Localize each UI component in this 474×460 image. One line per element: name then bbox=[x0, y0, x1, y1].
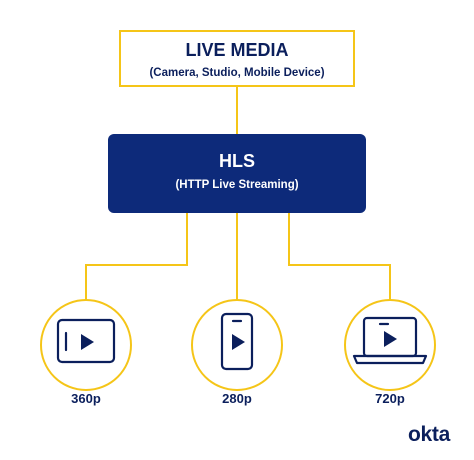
tablet-play-icon bbox=[81, 334, 94, 350]
device-laptop: 720p bbox=[344, 299, 436, 406]
live-media-box-border bbox=[119, 30, 355, 87]
live-media-subtitle: (Camera, Studio, Mobile Device) bbox=[149, 67, 324, 79]
connector-hls-to-laptop bbox=[288, 213, 391, 300]
device-tablet: 360p bbox=[40, 299, 132, 406]
live-media-box: LIVE MEDIA (Camera, Studio, Mobile Devic… bbox=[119, 30, 355, 87]
okta-logo: okta bbox=[408, 423, 451, 446]
hls-box: HLS (HTTP Live Streaming) bbox=[108, 134, 366, 213]
connectors bbox=[85, 86, 391, 300]
laptop-icon bbox=[352, 316, 428, 365]
laptop-resolution-label: 720p bbox=[375, 391, 405, 406]
smartphone-icon bbox=[220, 312, 254, 371]
laptop-circle bbox=[344, 299, 436, 391]
laptop-play-icon bbox=[384, 331, 397, 347]
hls-box-background bbox=[108, 134, 366, 213]
live-media-title: LIVE MEDIA bbox=[185, 40, 288, 60]
smartphone-resolution-label: 280p bbox=[222, 391, 252, 406]
connector-hls-to-tablet bbox=[85, 213, 188, 300]
tablet-icon bbox=[56, 318, 116, 364]
device-smartphone: 280p bbox=[191, 299, 283, 406]
hls-title: HLS bbox=[219, 151, 255, 171]
hls-subtitle: (HTTP Live Streaming) bbox=[175, 179, 298, 191]
smartphone-play-icon bbox=[232, 334, 245, 350]
tablet-resolution-label: 360p bbox=[71, 391, 101, 406]
